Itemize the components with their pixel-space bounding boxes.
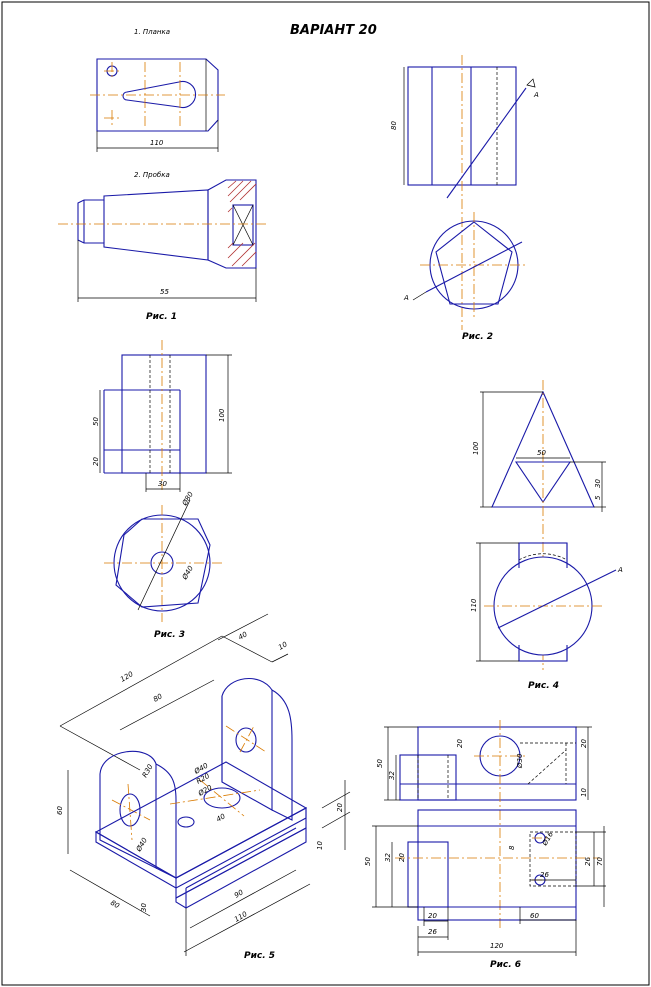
dim-f6-20a: 20 — [456, 739, 464, 748]
dim-f5-10b: 10 — [316, 841, 324, 850]
dim-f2-80: 80 — [390, 121, 398, 130]
dim-f4-100: 100 — [472, 441, 480, 455]
dim-f6-120: 120 — [490, 942, 504, 950]
dim-f5-90: 90 — [233, 888, 245, 900]
dim-f3-30: 30 — [158, 480, 167, 488]
fig5-isometric: 120 40 10 80 R30 Ø40 R20 Ø20 Ø40 — [56, 613, 351, 961]
dim-f6-32: 32 — [388, 771, 396, 780]
dim-f5-40: 40 — [237, 630, 249, 642]
dim-f5-10: 10 — [277, 640, 289, 652]
dim-f6-32b: 32 — [384, 853, 392, 862]
dim-f5-r30: R30 — [141, 763, 155, 779]
dim-f3-d40: Ø40 — [180, 564, 195, 582]
dim-f5-120: 120 — [119, 670, 135, 684]
dim-f5-d40a: Ø40 — [134, 836, 149, 854]
dim-f3-20: 20 — [92, 457, 100, 466]
dim-f5-20: 20 — [336, 803, 344, 812]
dim-f4-30: 30 — [594, 479, 602, 488]
dim-f5-40b: 40 — [215, 812, 227, 824]
dim-f6-50b: 50 — [364, 857, 372, 866]
dim-f5-80: 80 — [152, 692, 164, 704]
dim-f6-26a: 26 — [584, 857, 592, 866]
fig3-hex-prism: 100 50 20 30 Ø80 Ø40 Рис. 3 — [92, 340, 232, 640]
fig3-caption: Рис. 3 — [154, 630, 185, 640]
dim-f6-d30: Ø30 — [516, 753, 524, 769]
fig6-caption: Рис. 6 — [490, 960, 521, 970]
fig5-caption: Рис. 5 — [244, 951, 275, 961]
fig6-views: 50 32 20 Ø30 20 10 50 32 20 8 Ø16 26 70 — [364, 720, 606, 970]
dim-f6-50: 50 — [376, 759, 384, 768]
dim-f5-60: 60 — [56, 806, 64, 815]
cut-a-top: А — [533, 91, 539, 99]
page-title: ВАРІАНТ 20 — [290, 23, 377, 38]
dim-f4-50: 50 — [537, 449, 546, 457]
fig2-caption: Рис. 2 — [462, 332, 493, 342]
dim-f5-30: 30 — [140, 903, 148, 912]
dim-f6-20b: 20 — [580, 739, 588, 748]
dim-f6-d16: Ø16 — [540, 830, 555, 848]
part2-label: 2. Пробка — [134, 171, 170, 179]
fig1-plate: 1. Планка 110 2. Пробка — [58, 28, 266, 322]
dim-f4-110: 110 — [470, 598, 478, 612]
dim-f3-100: 100 — [218, 408, 226, 422]
dim-f1-55: 55 — [160, 288, 169, 296]
dim-f3-d80: Ø80 — [180, 490, 195, 508]
dim-f6-26c: 26 — [428, 928, 437, 936]
dim-f6-10: 10 — [580, 788, 588, 797]
dim-f6-20c: 20 — [398, 853, 406, 862]
cut-a-bottom: А — [403, 294, 409, 302]
fig4-cone: 100 50 30 5 А 110 Рис. 4 — [470, 380, 623, 691]
dim-f6-26b: 26 — [540, 871, 549, 879]
part1-label: 1. Планка — [134, 28, 170, 36]
dim-f6-70: 70 — [596, 857, 604, 866]
cut-a-f4: А — [617, 566, 623, 574]
dim-f5-110: 110 — [233, 910, 249, 924]
fig4-caption: Рис. 4 — [528, 681, 559, 691]
dim-f3-50: 50 — [92, 417, 100, 426]
dim-f1-110: 110 — [150, 139, 164, 147]
dim-f5-80b: 80 — [109, 899, 121, 911]
dim-f6-60: 60 — [530, 912, 539, 920]
fig1-caption: Рис. 1 — [146, 312, 177, 322]
fig2-prism: А 80 А Рис. 2 — [390, 55, 539, 342]
dim-f4-5: 5 — [594, 495, 602, 500]
dim-f6-8: 8 — [508, 845, 516, 850]
dim-f6-20d: 20 — [428, 912, 437, 920]
